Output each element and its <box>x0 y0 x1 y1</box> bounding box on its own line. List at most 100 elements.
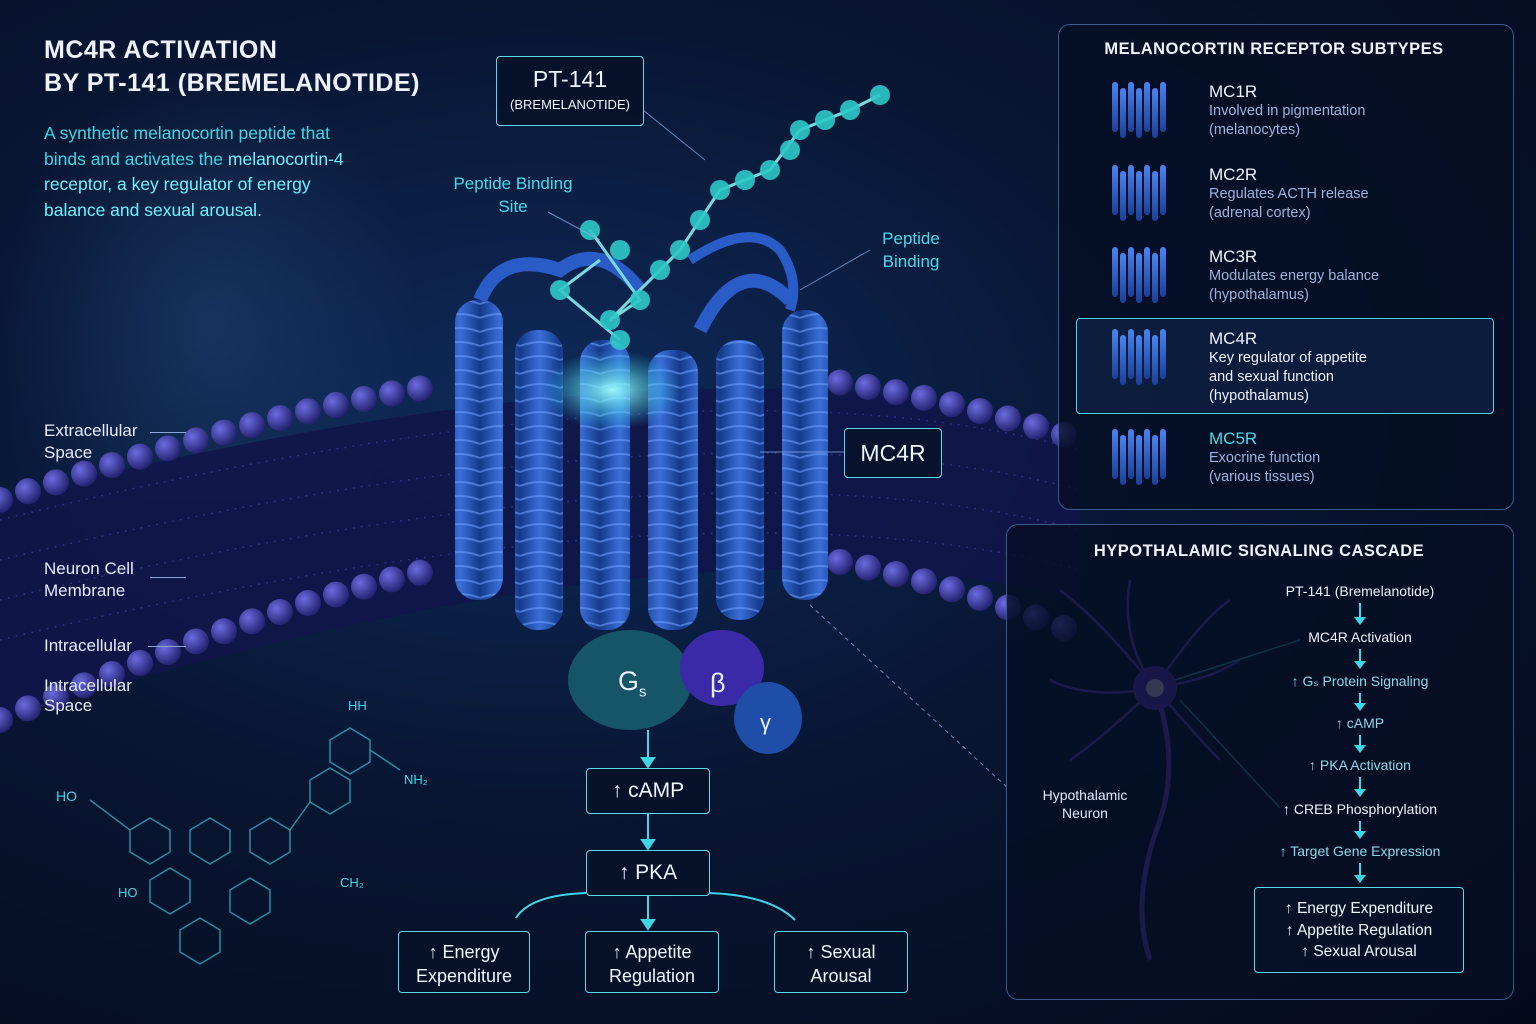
membrane-bead <box>827 369 853 396</box>
outcome-energy-l1: ↑ Energy <box>428 942 500 962</box>
label-extracellular: Extracellular Space <box>44 420 138 464</box>
binding-site-l2: Site <box>498 197 528 216</box>
membrane-bead <box>183 628 209 655</box>
membrane-bead <box>351 385 377 412</box>
cascade-arrow-icon <box>1354 745 1366 753</box>
title-line2: BY PT-141 (BREMELANOTIDE) <box>44 69 420 97</box>
subtype-desc: (adrenal cortex) <box>1209 205 1311 221</box>
membrane-bead <box>15 478 41 505</box>
membrane-bead <box>71 672 97 699</box>
cascade-connector <box>1359 735 1361 747</box>
chemical-structure <box>89 727 401 965</box>
membrane-bead <box>183 427 209 454</box>
membrane-bead <box>323 391 349 418</box>
membrane-bead <box>155 435 181 462</box>
membrane-bead <box>0 707 13 733</box>
membrane-bead <box>379 380 405 407</box>
neuron-label-l2: Neuron <box>1062 805 1108 821</box>
receptor-icon <box>1112 165 1168 223</box>
subtype-desc: Exocrine function <box>1209 450 1321 466</box>
g-alpha-label: Gs <box>618 666 647 700</box>
cascade-step: ↑ CREB Phosphorylation <box>1282 801 1438 817</box>
subtypes-panel <box>1058 24 1514 510</box>
outcome-sexual-l2: Arousal <box>810 966 872 986</box>
peptide-binding-label: Peptide Binding <box>868 227 954 273</box>
intro-em2: a key regulator of energy balance and se… <box>44 174 311 220</box>
subtype-desc: (various tissues) <box>1209 469 1315 485</box>
membrane-bead <box>99 661 125 688</box>
subtype-desc: Involved in pigmentation <box>1209 103 1366 119</box>
pt141-alias: (BREMELANOTIDE) <box>510 97 630 112</box>
camp-box: ↑ cAMP <box>586 768 710 814</box>
final-sexual: ↑ Sexual Arousal <box>1301 943 1417 960</box>
receptor-icon <box>1112 329 1168 387</box>
membrane-bead <box>855 374 881 401</box>
pt141-atoms <box>550 85 890 350</box>
cascade-arrow-icon <box>1354 661 1366 669</box>
receptor-icon <box>1112 429 1168 487</box>
subtype-desc: (hypothalamus) <box>1209 388 1309 404</box>
cascade-arrow-icon <box>1354 875 1366 883</box>
subtype-desc: and sexual function <box>1209 369 1334 385</box>
membrane-bead <box>239 608 265 635</box>
extracellular-l2: Space <box>44 443 93 462</box>
title-line1: MC4R ACTIVATION <box>44 36 278 64</box>
membrane-bead <box>43 469 69 496</box>
membrane-bead <box>855 554 881 581</box>
g-alpha-letter: G <box>618 666 640 696</box>
membrane-bead <box>827 548 853 575</box>
subtype-desc: (melanocytes) <box>1209 122 1301 138</box>
neuron-label-l1: Hypothalamic <box>1042 787 1128 803</box>
membrane-bead <box>883 379 909 406</box>
neuron-label: Hypothalamic Neuron <box>1030 786 1140 822</box>
atom <box>630 290 650 310</box>
atom <box>600 310 620 330</box>
membrane-bead <box>939 576 965 603</box>
pt141-label-box: PT-141 (BREMELANOTIDE) <box>496 56 644 126</box>
chem-ho-label: HO <box>56 788 77 804</box>
membrane-bead <box>379 566 405 593</box>
outcome-appetite-l1: ↑ Appetite <box>612 942 692 962</box>
intro-text: A synthetic melanocortin peptide that bi… <box>44 121 374 223</box>
membrane-bead <box>295 590 321 617</box>
subtypes-title: MELANOCORTIN RECEPTOR SUBTYPES <box>1104 40 1444 58</box>
cascade-step: MC4R Activation <box>1308 629 1412 645</box>
cascade-step: ↑ PKA Activation <box>1309 757 1411 773</box>
pka-box: ↑ PKA <box>586 850 710 896</box>
neuron-membrane-l1: Neuron Cell <box>44 559 134 578</box>
binding-site-label: Peptide Binding Site <box>440 172 586 218</box>
atom <box>710 180 730 200</box>
label-intracellular-space: Intracellular Space <box>44 676 132 716</box>
cascade-arrow-icon <box>1354 831 1366 839</box>
chem-ch2-label: CH₂ <box>340 875 364 890</box>
atom <box>670 240 690 260</box>
atom <box>550 280 570 300</box>
extracellular-l1: Extracellular <box>44 421 138 440</box>
atom <box>790 120 810 140</box>
atom <box>870 85 890 105</box>
intro-sentence: A synthetic melanocortin peptide that bi… <box>44 123 331 169</box>
final-energy: ↑ Energy Expenditure <box>1284 900 1434 917</box>
membrane-bead <box>407 375 433 402</box>
label-intracellular: Intracellular <box>44 636 132 655</box>
subtype-name: MC2R <box>1209 165 1258 184</box>
subtype-name: MC5R <box>1209 429 1258 448</box>
tick-neuron <box>150 577 186 578</box>
intro-em1: melanocortin-4 receptor, <box>44 148 344 195</box>
membrane-bead <box>43 683 69 710</box>
chem-hh-label: HH <box>348 698 367 713</box>
cascade-arrow-icon <box>1354 617 1366 625</box>
atom <box>610 330 630 350</box>
membrane-bead <box>0 487 13 513</box>
membrane-bead <box>71 460 97 487</box>
membrane-beads-top <box>0 369 1077 513</box>
membrane-bead <box>967 584 993 611</box>
outcome-sexual: ↑ Sexual Arousal <box>774 931 908 993</box>
membrane-bead <box>967 398 993 425</box>
membrane-bead <box>239 412 265 439</box>
intracellular-space-l2: Space <box>44 696 93 715</box>
mc4r-label-box: MC4R <box>844 428 942 478</box>
subtype-desc: Key regulator of appetite <box>1209 350 1367 366</box>
membrane-bead <box>911 568 937 595</box>
membrane-bead <box>1023 413 1049 440</box>
